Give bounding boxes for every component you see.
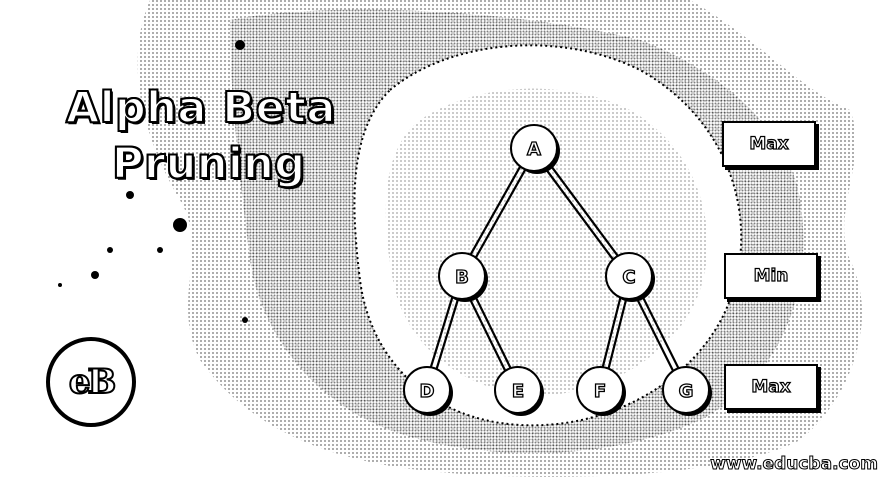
node-circle (576, 366, 624, 414)
website-url: www.educba.com (710, 454, 879, 475)
title-line-1: Alpha Beta (65, 82, 336, 134)
tree-node-A: A (510, 124, 560, 174)
tree-node-G: G (662, 366, 712, 416)
page-title: Alpha Beta Pruning (65, 80, 336, 192)
tree-edge-A-B-a (458, 145, 533, 276)
node-label: C (622, 267, 635, 288)
node-circle (494, 366, 542, 414)
node-label: B (455, 267, 469, 288)
logo-text: eB (68, 361, 117, 403)
level-label-bottom: Max (724, 364, 818, 410)
node-label: D (420, 381, 435, 402)
node-circle (403, 366, 451, 414)
title-line-2: Pruning (111, 138, 306, 190)
node-label: A (527, 139, 541, 160)
tree-node-F: F (576, 366, 626, 416)
tree-edge-A-B-b (463, 148, 538, 279)
node-circle (510, 124, 558, 172)
node-label: E (512, 381, 524, 402)
node-circle (605, 252, 653, 300)
educba-logo-icon: eB (46, 337, 136, 427)
tree-node-E: E (494, 366, 544, 416)
tree-node-D: D (403, 366, 453, 416)
level-label-top: Max (722, 121, 816, 167)
node-circle (438, 252, 486, 300)
node-label: F (594, 381, 606, 402)
tree-node-B: B (438, 252, 488, 302)
tree-diagram: A B C D E F G (403, 124, 712, 416)
node-circle (662, 366, 710, 414)
tree-node-C: C (605, 252, 655, 302)
level-label-middle: Min (724, 253, 818, 299)
node-label: G (679, 381, 694, 402)
